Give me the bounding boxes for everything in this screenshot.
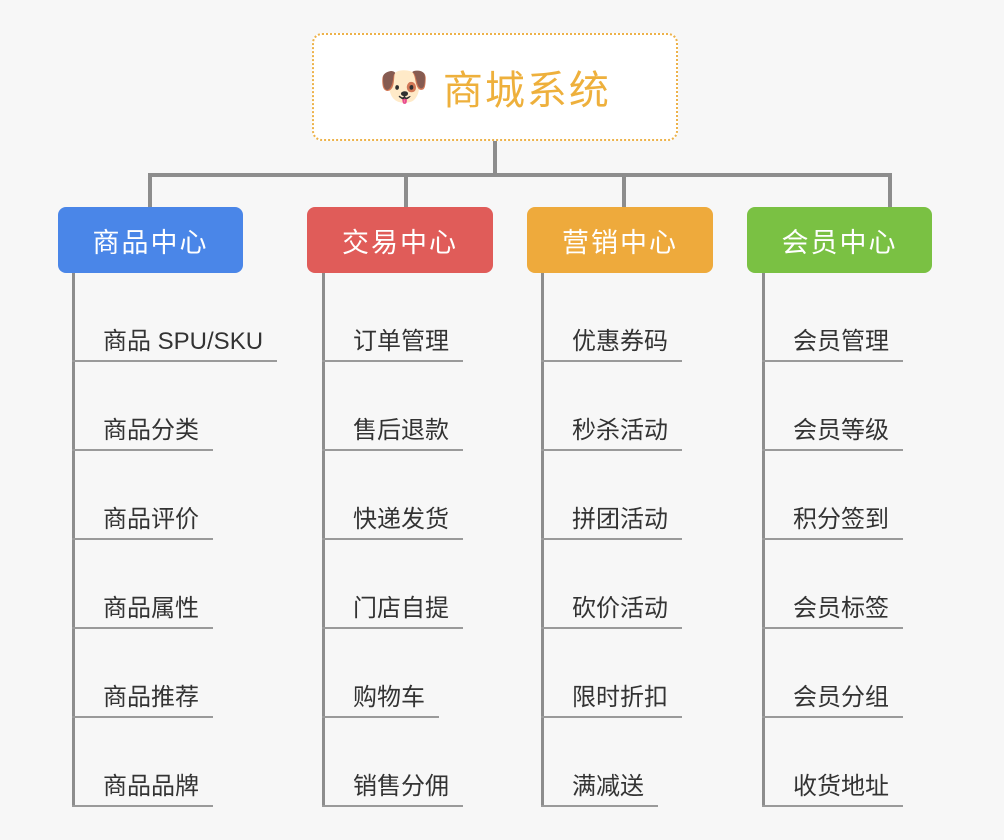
leaf-label: 限时折扣 <box>572 677 682 718</box>
leaf-underline-lead <box>762 449 793 451</box>
connector-root-trunk <box>493 141 497 175</box>
leaf-underline-lead <box>72 627 103 629</box>
leaf-label: 会员管理 <box>793 321 903 362</box>
leaf-spine-marketing-center <box>541 273 544 807</box>
leaf-label: 满减送 <box>572 766 658 807</box>
leaf-label: 会员分组 <box>793 677 903 718</box>
leaf-label: 销售分佣 <box>353 766 463 807</box>
leaf-underline-lead <box>762 627 793 629</box>
leaf-item[interactable]: 秒杀活动 <box>541 362 682 451</box>
leaf-item[interactable]: 快递发货 <box>322 451 463 540</box>
shiba-dog-face-icon: 🐶 <box>379 65 429 109</box>
leaf-label: 订单管理 <box>353 321 463 362</box>
leaf-spine-trade-center <box>322 273 325 807</box>
leaf-item[interactable]: 砍价活动 <box>541 540 682 629</box>
leaf-label: 砍价活动 <box>572 588 682 629</box>
leaf-item[interactable]: 商品分类 <box>72 362 277 451</box>
leaf-underline-lead <box>322 449 353 451</box>
connector-drop-marketing-center <box>622 173 626 209</box>
connector-horizontal-bar <box>148 173 892 177</box>
category-label-product-center: 商品中心 <box>92 227 209 258</box>
leaf-label: 商品 SPU/SKU <box>103 321 278 362</box>
leaf-label: 售后退款 <box>353 410 463 451</box>
leaf-item[interactable]: 限时折扣 <box>541 629 682 718</box>
root-title: 商城系统 <box>442 69 611 113</box>
leaf-label: 快递发货 <box>353 499 463 540</box>
connector-drop-member-center <box>888 173 892 209</box>
leaf-underline-lead <box>541 538 572 540</box>
root-node[interactable]: 🐶 商城系统 <box>312 33 678 141</box>
leaf-label: 会员标签 <box>793 588 903 629</box>
leaf-underline-lead <box>541 449 572 451</box>
leaf-underline-lead <box>72 805 103 807</box>
leaf-column-trade-center: 订单管理 售后退款 快递发货 门店自提 购物车 销售分佣 <box>322 273 463 807</box>
leaf-spine-member-center <box>762 273 765 807</box>
leaf-underline-lead <box>72 449 103 451</box>
leaf-label: 门店自提 <box>353 588 463 629</box>
leaf-label: 商品评价 <box>103 499 213 540</box>
leaf-underline-lead <box>322 627 353 629</box>
leaf-label: 积分签到 <box>793 499 903 540</box>
leaf-label: 商品品牌 <box>103 766 213 807</box>
leaf-item[interactable]: 商品评价 <box>72 451 277 540</box>
leaf-item[interactable]: 门店自提 <box>322 540 463 629</box>
leaf-label: 商品属性 <box>103 588 213 629</box>
leaf-underline-lead <box>322 538 353 540</box>
leaf-item[interactable]: 满减送 <box>541 718 682 807</box>
leaf-item[interactable]: 优惠券码 <box>541 273 682 362</box>
category-label-member-center: 会员中心 <box>781 227 898 258</box>
leaf-item[interactable]: 订单管理 <box>322 273 463 362</box>
leaf-underline-lead <box>72 360 103 362</box>
leaf-item[interactable]: 会员等级 <box>762 362 903 451</box>
leaf-label: 商品推荐 <box>103 677 213 718</box>
leaf-underline-lead <box>322 360 353 362</box>
leaf-underline-lead <box>72 538 103 540</box>
leaf-item[interactable]: 会员标签 <box>762 540 903 629</box>
leaf-label: 秒杀活动 <box>572 410 682 451</box>
leaf-underline-lead <box>541 627 572 629</box>
connector-drop-trade-center <box>404 173 408 209</box>
leaf-underline-lead <box>541 716 572 718</box>
leaf-item[interactable]: 拼团活动 <box>541 451 682 540</box>
leaf-label: 商品分类 <box>103 410 213 451</box>
category-box-marketing-center[interactable]: 营销中心 <box>527 207 713 273</box>
leaf-item[interactable]: 购物车 <box>322 629 463 718</box>
leaf-item[interactable]: 会员管理 <box>762 273 903 362</box>
leaf-item[interactable]: 收货地址 <box>762 718 903 807</box>
leaf-label: 会员等级 <box>793 410 903 451</box>
leaf-item[interactable]: 积分签到 <box>762 451 903 540</box>
leaf-underline-lead <box>762 538 793 540</box>
leaf-item[interactable]: 销售分佣 <box>322 718 463 807</box>
category-box-member-center[interactable]: 会员中心 <box>747 207 932 273</box>
category-label-trade-center: 交易中心 <box>342 227 458 258</box>
leaf-label: 收货地址 <box>793 766 903 807</box>
leaf-item[interactable]: 商品品牌 <box>72 718 277 807</box>
leaf-underline-lead <box>762 716 793 718</box>
leaf-underline-lead <box>72 716 103 718</box>
leaf-item[interactable]: 商品推荐 <box>72 629 277 718</box>
leaf-item[interactable]: 商品属性 <box>72 540 277 629</box>
leaf-label: 拼团活动 <box>572 499 682 540</box>
leaf-column-member-center: 会员管理 会员等级 积分签到 会员标签 会员分组 收货地址 <box>762 273 903 807</box>
leaf-spine-product-center <box>72 273 75 807</box>
leaf-label: 购物车 <box>353 677 439 718</box>
leaf-label: 优惠券码 <box>572 321 682 362</box>
leaf-underline-lead <box>762 360 793 362</box>
leaf-underline-lead <box>322 805 353 807</box>
leaf-underline-lead <box>541 805 572 807</box>
leaf-underline-lead <box>762 805 793 807</box>
category-label-marketing-center: 营销中心 <box>562 227 678 258</box>
leaf-underline-lead <box>322 716 353 718</box>
category-box-product-center[interactable]: 商品中心 <box>58 207 243 273</box>
category-box-trade-center[interactable]: 交易中心 <box>307 207 493 273</box>
leaf-column-marketing-center: 优惠券码 秒杀活动 拼团活动 砍价活动 限时折扣 满减送 <box>541 273 682 807</box>
leaf-item[interactable]: 售后退款 <box>322 362 463 451</box>
connector-drop-product-center <box>148 173 152 209</box>
leaf-item[interactable]: 会员分组 <box>762 629 903 718</box>
leaf-item[interactable]: 商品 SPU/SKU <box>72 273 278 362</box>
leaf-underline-lead <box>541 360 572 362</box>
leaf-column-product-center: 商品 SPU/SKU 商品分类 商品评价 商品属性 商品推荐 商品品牌 <box>72 273 278 807</box>
